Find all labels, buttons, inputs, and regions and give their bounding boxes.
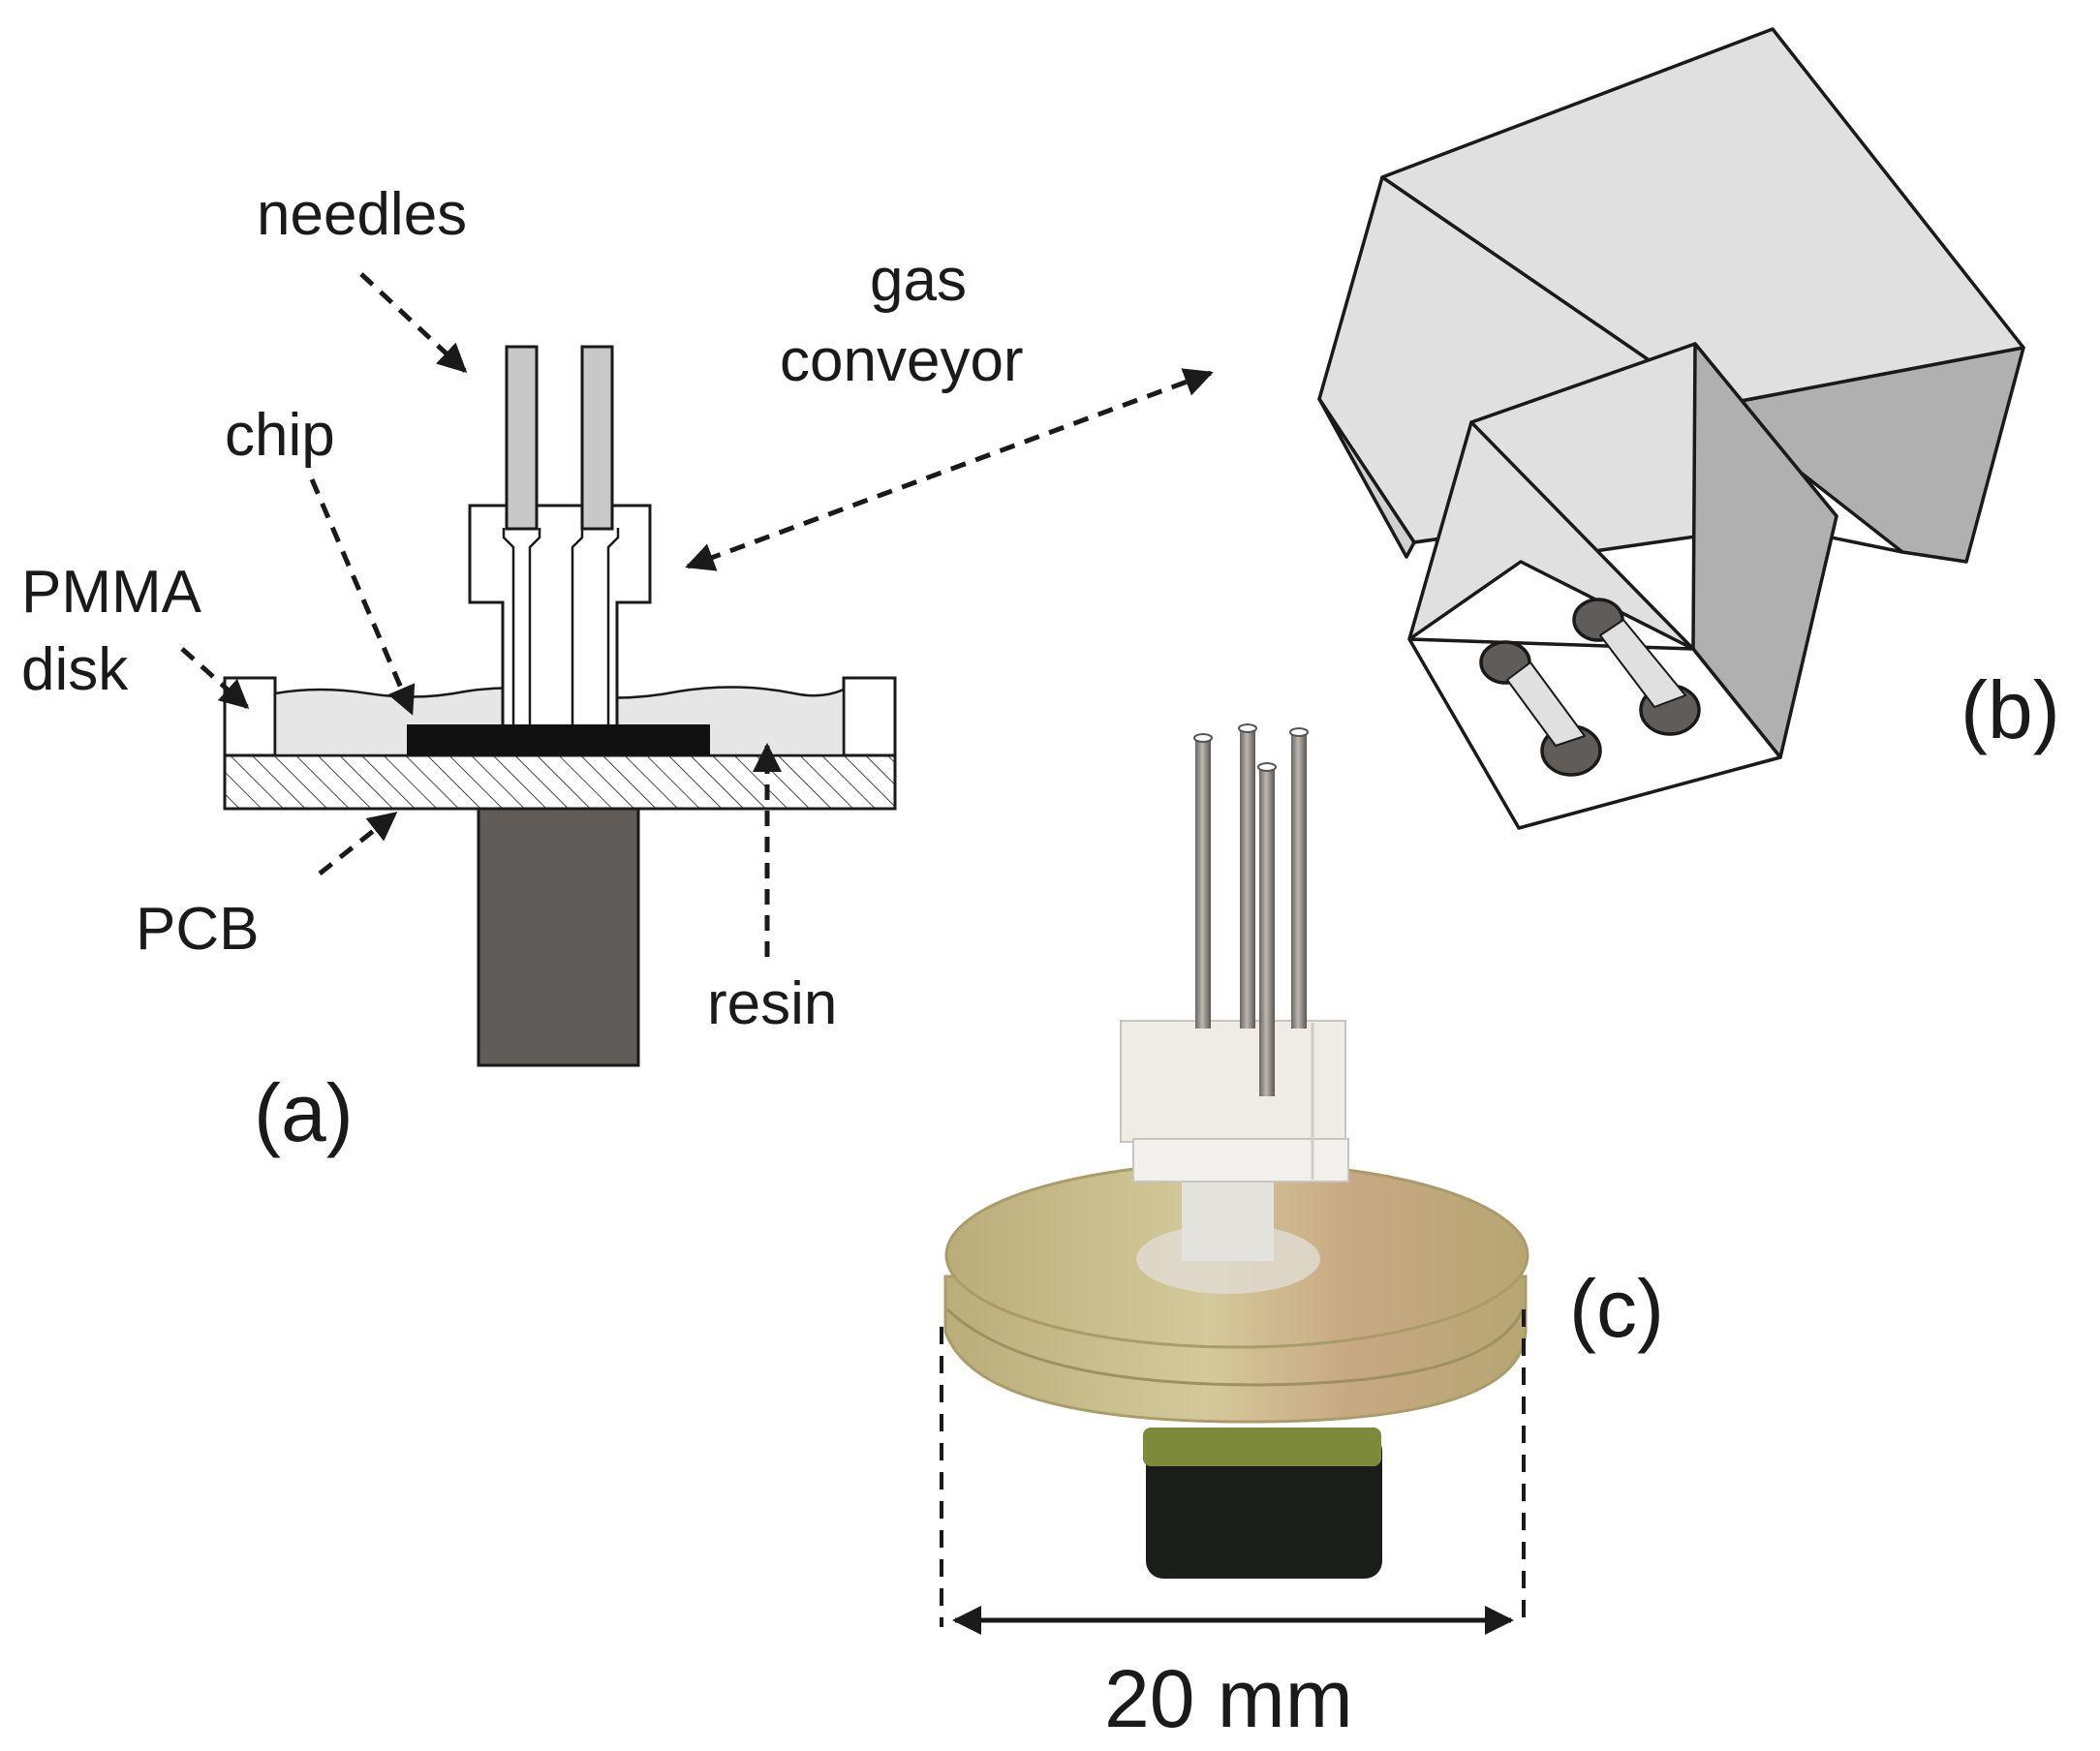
photo-needle-3 [1291, 732, 1307, 1029]
pmma-label: PMMA [21, 559, 202, 626]
chip [407, 724, 710, 755]
dimension-lines [940, 1309, 1526, 1635]
needles-arrow [359, 272, 468, 374]
disk-seam [945, 1307, 1525, 1387]
connector-green-strip [1143, 1428, 1381, 1466]
panel-a-label: (a) [254, 1067, 354, 1158]
resin-column [1182, 1178, 1274, 1261]
large-block-left-face [1317, 397, 1416, 559]
conveyor-block-top [1120, 1020, 1346, 1143]
large-block-right [1714, 346, 2025, 564]
port-2-channel [1599, 619, 1686, 708]
port-1-channel [1506, 661, 1586, 747]
pcb-board [223, 753, 897, 811]
conveyor-label: conveyor [780, 327, 1024, 394]
gas-label: gas [870, 247, 967, 314]
needle-tip-3 [1289, 727, 1309, 737]
pmma-disk-right-wall [842, 676, 897, 757]
needle-right [580, 345, 614, 531]
pcb-arrow [318, 812, 398, 876]
conveyor-block-bottom [1132, 1138, 1349, 1183]
small-block-bottom-face [1407, 637, 1782, 830]
panel-b-3d-conveyor [1317, 27, 2025, 830]
conveyor-channels [502, 528, 620, 726]
panel-a-cross-section [223, 345, 897, 1067]
photo-needle-4 [1259, 767, 1275, 1096]
photo-needle-2 [1240, 728, 1255, 1029]
gas-conveyor-arrow [685, 368, 1214, 571]
resin-label: resin [707, 970, 837, 1037]
panel-a-arrows [180, 272, 1214, 957]
chip-label: chip [225, 402, 335, 469]
pmma-disk-arrow [180, 647, 250, 710]
panel-c-device-photo [943, 723, 1529, 1579]
needles-label: needles [257, 181, 467, 248]
needle-tip-1 [1193, 733, 1213, 743]
pcb-connector-block [477, 807, 640, 1067]
disk-label: disk [21, 636, 129, 703]
panel-c-label: (c) [1569, 1263, 1664, 1354]
ports [1479, 598, 1701, 777]
chip-arrow [309, 478, 416, 716]
pcb-label: PCB [136, 896, 259, 963]
photo-needle-1 [1195, 738, 1211, 1029]
dimension-label: 20 mm [1104, 1653, 1353, 1744]
pmma-disk-left-wall [223, 676, 277, 757]
needle-tip-2 [1238, 723, 1257, 733]
bottom-connector [1146, 1433, 1382, 1579]
needle-left [505, 345, 539, 531]
needle-tip-4 [1257, 762, 1277, 772]
panel-b-label: (b) [1961, 664, 2060, 755]
